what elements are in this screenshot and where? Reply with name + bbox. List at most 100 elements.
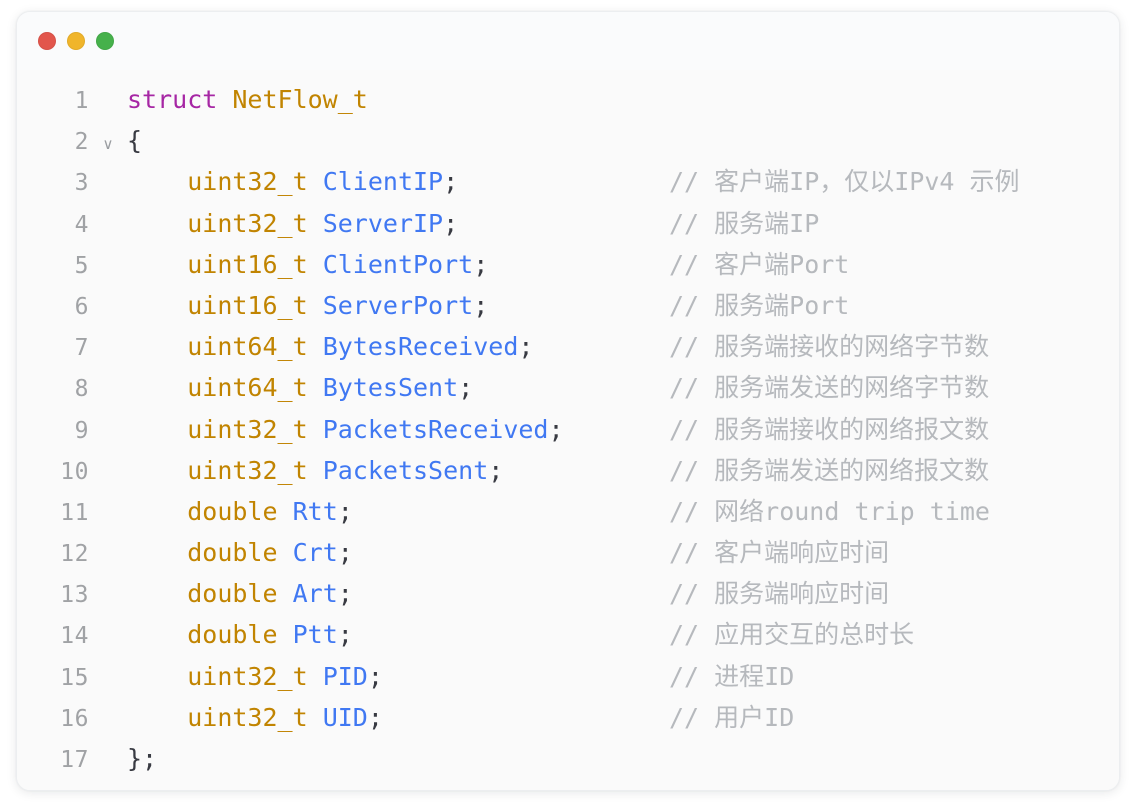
code-token-ident: PID bbox=[322, 661, 368, 691]
line-number: 15 bbox=[60, 664, 89, 691]
code-token-punc: ; bbox=[337, 620, 353, 650]
code-line[interactable]: 9 uint32_t PacketsReceived;// 服务端接收的网络报文… bbox=[17, 409, 1119, 450]
code-indent bbox=[127, 415, 187, 444]
code-token-punc: ; bbox=[473, 290, 489, 320]
code-token-ident: Art bbox=[292, 579, 338, 609]
code-line-text: uint32_t PacketsSent;// 服务端发送的网络报文数 bbox=[127, 450, 1119, 491]
code-token-plain bbox=[278, 497, 293, 526]
code-token-plain bbox=[308, 250, 323, 279]
code-token-type: uint32_t bbox=[187, 661, 308, 691]
code-token-plain bbox=[308, 662, 323, 691]
code-comment: // 服务端接收的网络字节数 bbox=[669, 332, 990, 362]
code-token-plain bbox=[308, 373, 323, 402]
code-line[interactable]: 13 double Art;// 服务端响应时间 bbox=[17, 573, 1119, 614]
code-line-text: double Crt;// 客户端响应时间 bbox=[127, 532, 1119, 573]
code-line-text: double Rtt;// 网络round trip time bbox=[127, 491, 1119, 532]
code-indent bbox=[127, 167, 187, 196]
line-number: 2 bbox=[74, 129, 89, 156]
code-line[interactable]: 14 double Ptt;// 应用交互的总时长 bbox=[17, 614, 1119, 655]
code-token-punc: }; bbox=[127, 744, 158, 773]
code-token-plain bbox=[217, 85, 232, 114]
code-token-ident: ClientIP bbox=[322, 167, 444, 197]
code-comment: // 服务端接收的网络报文数 bbox=[669, 414, 990, 444]
chevron-down-icon[interactable]: ∨ bbox=[102, 135, 114, 154]
line-number: 3 bbox=[74, 170, 89, 197]
code-indent bbox=[127, 538, 187, 567]
code-token-punc: ; bbox=[548, 414, 564, 444]
code-token-plain bbox=[308, 332, 323, 361]
code-line-text: struct NetFlow_t bbox=[127, 79, 1119, 120]
code-indent bbox=[127, 579, 187, 608]
code-line[interactable]: 16 uint32_t UID;// 用户ID bbox=[17, 697, 1119, 738]
code-token-plain bbox=[308, 415, 323, 444]
code-line-text: uint32_t UID;// 用户ID bbox=[127, 697, 1119, 738]
code-indent bbox=[127, 291, 187, 320]
code-indent bbox=[127, 497, 187, 526]
code-indent bbox=[127, 209, 187, 238]
code-comment: // 客户端响应时间 bbox=[669, 538, 890, 568]
code-token-type: double bbox=[187, 496, 278, 526]
code-line[interactable]: 17}; bbox=[17, 738, 1119, 779]
code-token-ident: UID bbox=[322, 702, 368, 732]
code-indent bbox=[127, 620, 187, 649]
code-line[interactable]: 5 uint16_t ClientPort;// 客户端Port bbox=[17, 244, 1119, 285]
code-token-type: uint64_t bbox=[187, 332, 308, 362]
code-indent bbox=[127, 373, 187, 402]
code-token-ident: Ptt bbox=[292, 620, 338, 650]
code-line[interactable]: 4 uint32_t ServerIP;// 服务端IP bbox=[17, 203, 1119, 244]
close-button-icon[interactable] bbox=[38, 32, 56, 50]
code-line[interactable]: 8 uint64_t BytesSent;// 服务端发送的网络字节数 bbox=[17, 367, 1119, 408]
code-token-punc: ; bbox=[367, 661, 383, 691]
code-token-plain bbox=[278, 579, 293, 608]
line-number: 12 bbox=[60, 541, 89, 568]
code-token-type: uint32_t bbox=[187, 414, 308, 444]
code-token-ident: BytesReceived bbox=[322, 332, 519, 362]
code-line[interactable]: 3 uint32_t ClientIP;// 客户端IP，仅以IPv4 示例 bbox=[17, 161, 1119, 202]
code-token-punc: ; bbox=[518, 332, 534, 362]
code-line-text: uint16_t ClientPort;// 客户端Port bbox=[127, 244, 1119, 285]
code-token-kw: struct bbox=[127, 85, 218, 114]
code-line[interactable]: 2 ∨ { bbox=[17, 120, 1119, 161]
code-line-text: uint64_t BytesReceived; // 服务端接收的网络字节数 bbox=[127, 326, 1119, 367]
code-line-text: { bbox=[127, 120, 1119, 161]
line-number: 13 bbox=[60, 582, 89, 609]
line-number: 7 bbox=[74, 335, 89, 362]
code-token-plain bbox=[308, 291, 323, 320]
code-indent bbox=[127, 332, 187, 361]
code-token-punc: ; bbox=[473, 249, 489, 279]
code-token-ident: Crt bbox=[292, 538, 338, 568]
code-token-type: double bbox=[187, 620, 278, 650]
code-indent bbox=[127, 662, 187, 691]
code-line-text: uint16_t ServerPort;// 服务端Port bbox=[127, 285, 1119, 326]
code-line[interactable]: 15 uint32_t PID;// 进程ID bbox=[17, 656, 1119, 697]
code-indent bbox=[127, 250, 187, 279]
code-token-type: uint16_t bbox=[187, 290, 308, 320]
code-line[interactable]: 10 uint32_t PacketsSent;// 服务端发送的网络报文数 bbox=[17, 450, 1119, 491]
code-comment: // 服务端Port bbox=[669, 290, 850, 320]
line-number: 14 bbox=[60, 623, 89, 650]
code-comment: // 服务端发送的网络报文数 bbox=[669, 455, 990, 485]
code-line-text: uint64_t BytesSent;// 服务端发送的网络字节数 bbox=[127, 367, 1119, 408]
maximize-button-icon[interactable] bbox=[96, 32, 114, 50]
code-indent bbox=[127, 456, 187, 485]
code-line[interactable]: 6 uint16_t ServerPort;// 服务端Port bbox=[17, 285, 1119, 326]
code-token-type: uint64_t bbox=[187, 373, 308, 403]
window-titlebar bbox=[17, 12, 1119, 70]
code-line[interactable]: 7 uint64_t BytesReceived; // 服务端接收的网络字节数 bbox=[17, 326, 1119, 367]
code-token-punc: { bbox=[127, 126, 143, 156]
code-line[interactable]: 11 double Rtt;// 网络round trip time bbox=[17, 491, 1119, 532]
line-number: 5 bbox=[74, 252, 89, 279]
code-token-plain bbox=[308, 456, 323, 485]
code-token-ident: ClientPort bbox=[322, 249, 474, 279]
code-line-text: uint32_t ServerIP;// 服务端IP bbox=[127, 203, 1119, 244]
code-token-punc: ; bbox=[337, 579, 353, 609]
code-line[interactable]: 12 double Crt;// 客户端响应时间 bbox=[17, 532, 1119, 573]
code-line-text: uint32_t PacketsReceived;// 服务端接收的网络报文数 bbox=[127, 409, 1119, 450]
line-number: 4 bbox=[74, 211, 89, 238]
code-token-ident: PacketsSent bbox=[322, 455, 489, 485]
code-token-plain bbox=[308, 167, 323, 196]
minimize-button-icon[interactable] bbox=[67, 32, 85, 50]
